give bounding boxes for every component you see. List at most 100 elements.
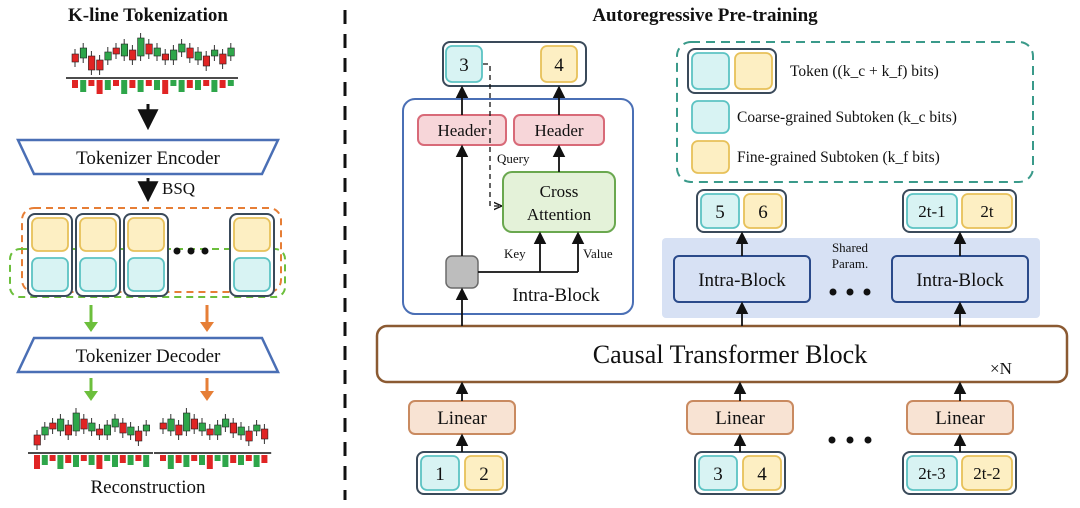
linear-label: Linear [715,408,765,429]
candlestick-chart-reconstruction-coarse [28,408,153,469]
coarse-subtoken [79,257,117,292]
volume-bar [145,80,152,86]
volume-bar [80,80,87,92]
candle-body [159,422,167,430]
candle-body [127,426,135,436]
candle-body [167,418,175,432]
fine-subtoken [540,45,578,83]
volume-bar [206,455,213,469]
coarse-subtoken [906,193,958,229]
volume-bar [245,455,252,461]
candle-body [214,424,222,436]
candle-body [80,418,88,430]
causal-block-label: Causal Transformer Block [593,340,867,369]
coarse-subtoken [445,45,483,83]
legend-coarse-swatch [691,100,730,134]
volume-bar [96,80,103,94]
fine-subtoken [743,193,783,229]
ellipsis-dot [846,288,854,296]
volume-bar [104,455,111,461]
reconstruction-label: Reconstruction [90,477,206,498]
fine-subtoken [31,217,69,252]
volume-bar [41,455,48,465]
candle-body [202,55,210,67]
candle-body [253,424,261,432]
candle-body [219,53,227,65]
token-label: 2t-3 [918,464,945,483]
candle-body [198,422,206,432]
token-label: 2t-1 [918,202,945,221]
key-label: Key [504,246,526,261]
volume-bar [219,80,226,88]
candle-body [104,51,112,61]
candle-body [96,428,104,436]
candle-body [186,47,194,59]
volume-bar [183,455,190,467]
candle-body [229,422,237,434]
candle-body [111,418,119,428]
candlestick-chart-reconstruction-fine [154,408,272,469]
volume-bar [261,455,268,463]
candle-body [245,430,253,442]
volume-bar [34,455,40,469]
token-label: 4 [757,464,767,485]
coarse-subtoken [233,257,271,292]
shared-param-label: Param. [832,256,868,271]
candle-body [170,49,178,61]
arrow-fine-head [200,322,214,332]
candle-body [135,430,143,442]
arrow-fine-out-head [200,391,214,401]
ellipsis-dot [863,288,871,296]
fine-subtoken [233,217,271,252]
coarse-subtoken [906,455,958,491]
candle-body [49,422,57,430]
ellipsis-dot [864,436,872,444]
bsq-label: BSQ [162,179,195,198]
candle-body [103,424,111,436]
token-label: 5 [715,202,725,223]
candle-body [227,47,235,57]
legend-fine-swatch [691,140,730,174]
arrow-coarse-out-head [84,391,98,401]
volume-bar [113,80,119,86]
right-title: Autoregressive Pre-training [592,5,818,26]
candle-body [261,428,269,440]
candle-body [57,418,65,432]
coarse-subtoken [698,455,738,491]
token-label: 3 [713,464,723,485]
coarse-subtoken [31,257,69,292]
volume-bar [214,455,221,461]
volume-bar [49,455,56,461]
volume-bar [88,455,95,465]
causal-transformer-block [375,324,1069,384]
volume-bar [211,80,218,92]
candle-body [112,47,120,55]
candle-body [79,47,87,59]
candle-body [88,422,96,432]
header-label: Header [437,121,486,140]
token-label: 1 [435,464,445,485]
volume-bar [127,455,134,465]
volume-bar [195,80,201,90]
fine-subtoken [742,455,782,491]
volume-bar [65,455,72,463]
candle-body [237,426,245,436]
volume-bar [104,80,111,90]
candle-body [211,49,219,57]
volume-bar [253,455,260,467]
query-label: Query [497,151,530,166]
candle-body [178,43,186,53]
tokenizer-encoder [16,138,280,176]
decoder-label: Tokenizer Decoder [76,346,221,367]
legend-fine-label: Fine-grained Subtoken (k_f bits) [737,149,940,166]
value-label: Value [583,246,613,261]
volume-bar [72,80,78,88]
candle-body [142,424,150,432]
fine-subtoken [127,217,165,252]
volume-bar [227,80,234,86]
volume-bar [143,455,150,467]
encoder-label: Tokenizer Encoder [76,148,220,169]
linear-label: Linear [935,408,985,429]
candle-body [120,43,128,57]
volume-bar [203,80,210,86]
